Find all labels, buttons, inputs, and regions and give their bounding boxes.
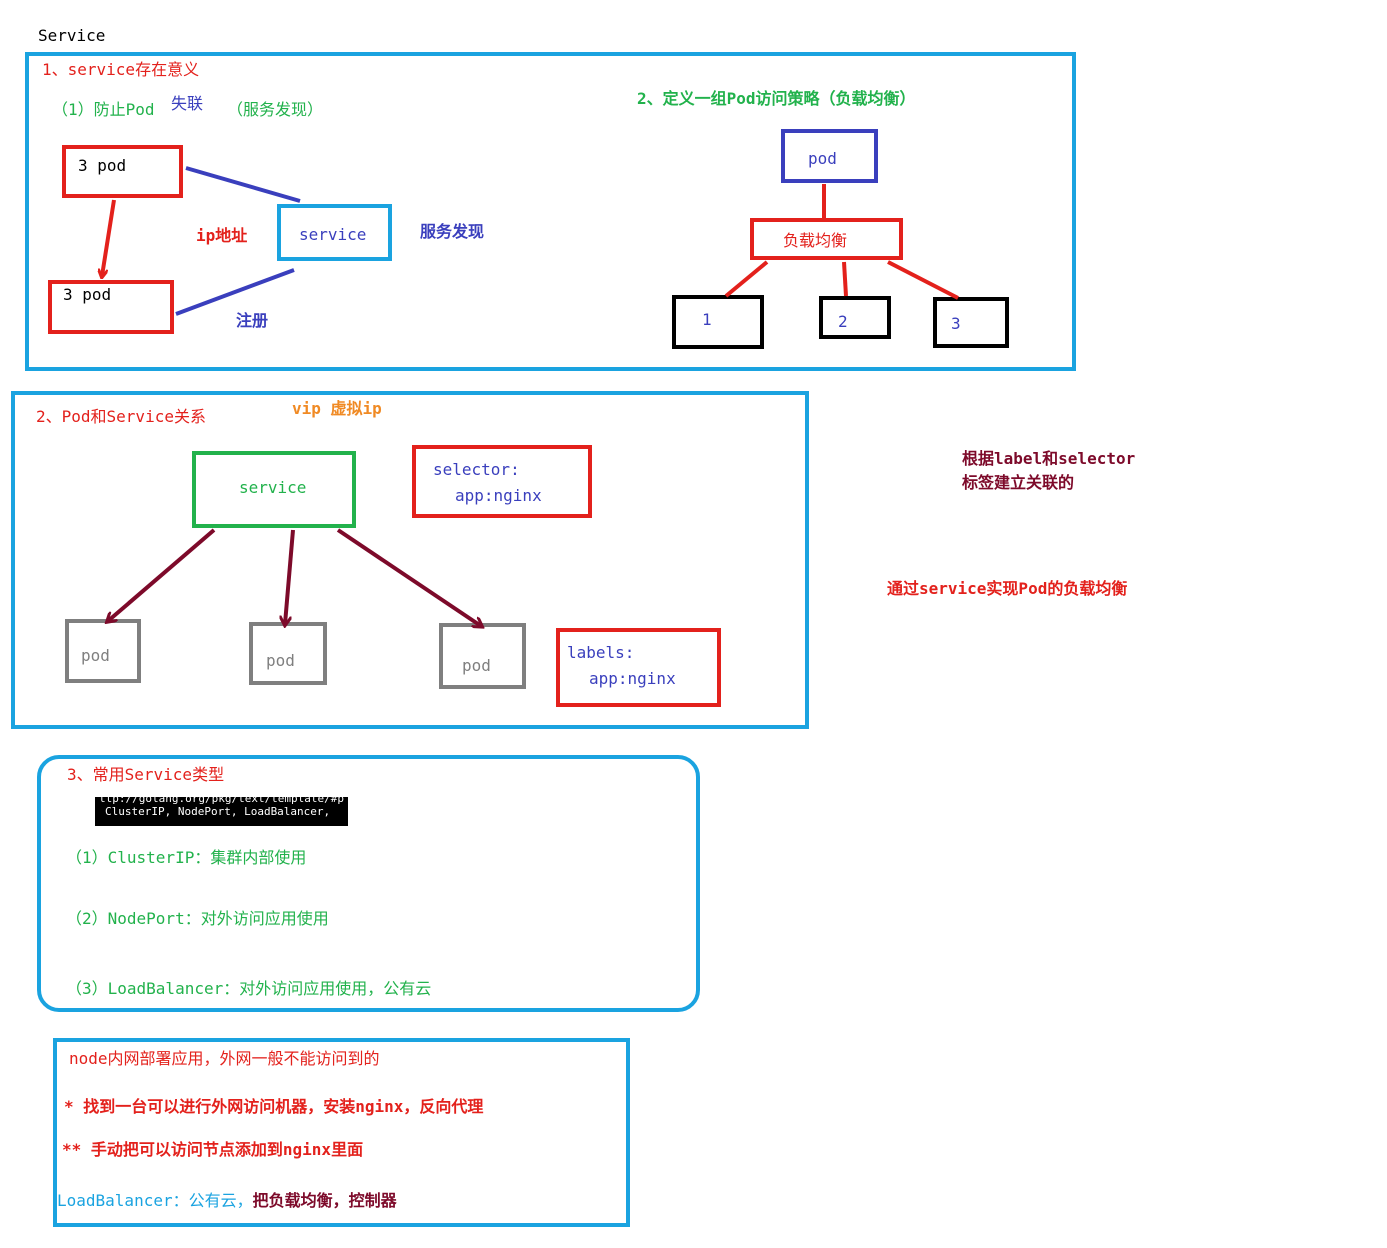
register-label: 注册	[236, 311, 269, 330]
service-discovery-label: 服务发现	[420, 222, 485, 241]
node-box-1-label: 1	[702, 310, 712, 329]
terminal-line2: ClusterIP, NodePort, LoadBalancer,	[105, 805, 331, 818]
section1-heading: 1、service存在意义	[42, 60, 200, 79]
section1-sub2: 2、定义一组Pod访问策略（负载均衡）	[637, 89, 916, 108]
service-type-loadbalancer: （3）LoadBalancer：对外访问应用使用，公有云	[66, 979, 432, 998]
node-box-3	[933, 297, 1009, 348]
node-box-2-label: 2	[838, 312, 848, 331]
pod-top-to-service-line	[185, 166, 301, 203]
section4-line2: * 找到一台可以进行外网访问机器，安装nginx，反向代理	[64, 1097, 484, 1116]
labels-box	[556, 628, 721, 707]
section1-sub1-fragment: 失联	[169, 94, 206, 114]
ip-address-label: ip地址	[196, 226, 248, 245]
service-to-pod3-arrow	[336, 528, 481, 626]
section1-sub1-left: （1）防止Pod	[52, 100, 155, 119]
side-note1-line2: 标签建立关联的	[962, 473, 1075, 492]
selector-box	[412, 445, 592, 518]
section1-sub1-right: （服务发现）	[227, 100, 324, 119]
lb-to-node3-line	[887, 260, 959, 300]
pod-gray-3-label: pod	[462, 656, 491, 675]
lb-pod-label: pod	[808, 149, 837, 168]
section2-heading: 2、Pod和Service关系	[36, 407, 206, 426]
pod-bottom-to-service-line	[175, 268, 295, 316]
section4-line3: ** 手动把可以访问节点添加到nginx里面	[62, 1140, 364, 1159]
section2-frame	[11, 391, 809, 729]
terminal-line1: ttp://golang.org/pkg/text/template/#p	[99, 797, 345, 805]
section3-frame	[37, 755, 700, 1012]
pod-gray-1-label: pod	[81, 646, 110, 665]
pod-box-top	[62, 145, 183, 198]
section1-frame	[25, 52, 1076, 371]
page-title: Service	[38, 26, 106, 45]
node-box-2	[819, 296, 891, 339]
labels-line1: labels:	[567, 643, 635, 662]
pod-gray-1	[65, 619, 141, 683]
side-note1-line1: 根据label和selector	[962, 449, 1136, 468]
service-type-clusterip: （1）ClusterIP：集群内部使用	[66, 848, 307, 867]
service-box-s2-label: service	[239, 478, 307, 497]
section4-line4-part2: 把负载均衡，控制器	[252, 1191, 397, 1210]
lb-pod-box	[781, 129, 878, 183]
section4-line4: LoadBalancer：公有云，把负载均衡，控制器	[57, 1191, 397, 1211]
pod-box-bottom-label: 3 pod	[63, 285, 112, 304]
service-type-nodeport: （2）NodePort：对外访问应用使用	[66, 909, 329, 928]
vip-label: vip 虚拟ip	[292, 399, 382, 418]
lb-label: 负载均衡	[783, 231, 848, 250]
side-note2: 通过service实现Pod的负载均衡	[887, 579, 1128, 598]
pod-box-top-label: 3 pod	[78, 156, 127, 175]
section4-frame	[53, 1038, 630, 1227]
section3-heading: 3、常用Service类型	[67, 765, 225, 784]
labels-line2: app:nginx	[589, 669, 676, 688]
section4-line4-part1: LoadBalancer：公有云，	[57, 1191, 253, 1210]
lb-box	[750, 218, 903, 260]
lb-to-node1-line	[724, 260, 769, 298]
service-box-s1-label: service	[299, 225, 367, 244]
selector-line2: app:nginx	[455, 486, 542, 505]
terminal-snippet: ttp://golang.org/pkg/text/template/#p Cl…	[95, 797, 348, 826]
pod-to-pod-arrow	[102, 199, 116, 276]
node-box-3-label: 3	[951, 314, 961, 333]
section4-line1: node内网部署应用，外网一般不能访问到的	[69, 1049, 380, 1068]
pod-gray-2-label: pod	[266, 651, 295, 670]
lb-to-node2-line	[842, 261, 848, 297]
service-box-s1	[277, 204, 392, 261]
service-to-pod1-arrow	[108, 528, 216, 621]
service-box-s2	[192, 451, 356, 528]
pod-box-bottom	[48, 280, 174, 334]
selector-line1: selector:	[433, 460, 520, 479]
service-to-pod2-arrow	[285, 529, 295, 624]
node-box-1	[672, 295, 764, 349]
